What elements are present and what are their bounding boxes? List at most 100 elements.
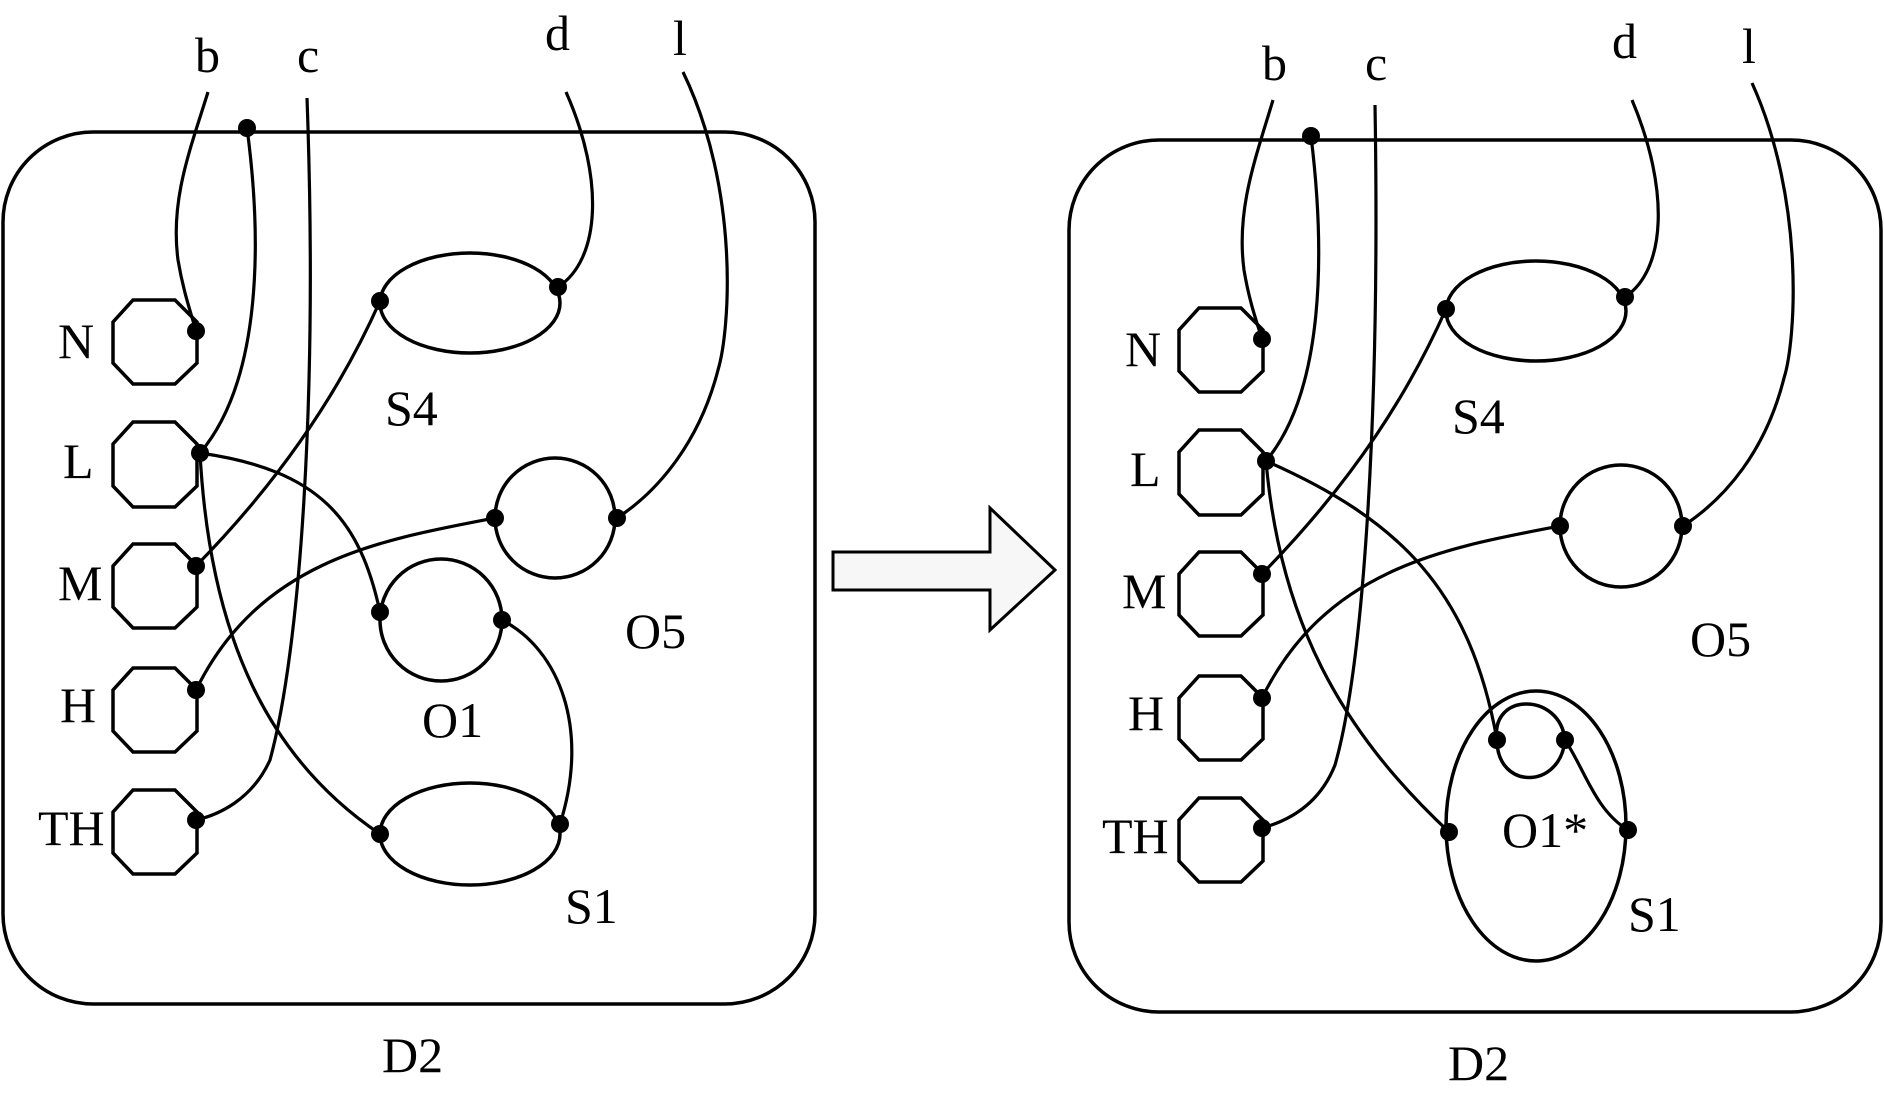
right-label-d: d [1612, 13, 1637, 69]
right-wire-L-S1 [1264, 460, 1451, 834]
left-wire-d [557, 91, 595, 289]
left-label-M: M [58, 555, 102, 611]
right-dot-N [1253, 330, 1271, 348]
right-label-l: l [1742, 18, 1756, 74]
left-port-N [111, 298, 199, 386]
right-label-H: H [1128, 685, 1164, 741]
left-wire-L-O1 [199, 451, 382, 613]
left-port-M [111, 542, 199, 630]
right-dot-S4-left [1437, 300, 1455, 318]
left-port-L [111, 420, 199, 509]
left-label-O1: O1 [422, 692, 483, 748]
right-port-TH [1177, 796, 1265, 884]
left-label-b: b [195, 27, 220, 83]
right-dot-S4-right [1616, 288, 1634, 306]
left-node-O1 [378, 557, 504, 683]
right-port-H [1177, 674, 1265, 762]
left-dot-S4-right [549, 278, 567, 296]
right-wire-top [1264, 135, 1321, 463]
right-wire-S4-M [1260, 308, 1448, 576]
right-wire-b [1240, 99, 1275, 340]
right-wire-O5-H [1260, 524, 1561, 699]
right-wire-c [1261, 104, 1378, 830]
left-dot-M [187, 557, 205, 575]
right-port-L [1177, 428, 1265, 517]
left-label-N: N [58, 313, 94, 369]
left-wire-top [198, 127, 257, 455]
right-wire-l [1682, 82, 1795, 528]
left-label-c: c [297, 27, 319, 83]
left-wire-O5-H [194, 516, 496, 691]
right-label-N: N [1125, 321, 1161, 377]
right-dot-L [1257, 452, 1275, 470]
left-caption-D2: D2 [382, 1027, 443, 1083]
block-right-arrow-icon [831, 504, 1058, 634]
right-dot-O1-right [1556, 731, 1574, 749]
right-label-O5: O5 [1690, 611, 1751, 667]
left-dot-TH [187, 811, 205, 829]
right-label-O1: O1* [1502, 802, 1588, 858]
left-wire-O1-S1 [501, 618, 574, 825]
left-node-O5 [493, 456, 617, 580]
left-label-l: l [673, 10, 687, 66]
left-dot-O1-left [371, 603, 389, 621]
left-wire-c [195, 97, 312, 822]
left-wire-L-S1 [198, 452, 381, 836]
right-port-N [1177, 306, 1265, 394]
right-panel: b c d l N L M H TH S4 O5 O1* S1 D2 [1067, 13, 1883, 1091]
right-dot-M [1253, 565, 1271, 583]
right-dot-O5-left [1551, 517, 1569, 535]
right-label-TH: TH [1102, 808, 1169, 864]
left-dot-O5-right [608, 509, 626, 527]
left-node-S4 [378, 251, 562, 355]
right-wire-O1-S1 [1563, 739, 1629, 832]
right-node-O1 [1494, 702, 1567, 780]
right-wire-L-O1 [1265, 459, 1499, 741]
left-label-H: H [60, 677, 96, 733]
right-dot-TH [1253, 819, 1271, 837]
left-wire-b [174, 91, 210, 332]
right-node-O5 [1558, 463, 1684, 589]
right-label-L: L [1130, 441, 1161, 497]
left-dot-N [187, 322, 205, 340]
right-label-M: M [1122, 563, 1166, 619]
right-dot-S1-right [1619, 821, 1637, 839]
left-dot-H [187, 681, 205, 699]
left-dot-S1-right [551, 815, 569, 833]
left-dot-O5-left [486, 509, 504, 527]
left-label-S4: S4 [385, 380, 438, 436]
left-dot-S4-left [371, 292, 389, 310]
right-dot-O1-left [1488, 731, 1506, 749]
left-label-O5: O5 [625, 603, 686, 659]
right-port-M [1177, 550, 1265, 638]
left-wire-l [616, 71, 729, 520]
left-port-TH [111, 788, 199, 876]
left-dot-top [238, 119, 256, 137]
left-dot-O1-right [493, 611, 511, 629]
left-port-H [111, 666, 199, 754]
right-dot-O5-right [1674, 517, 1692, 535]
left-dot-S1-left [371, 825, 389, 843]
left-label-d: d [545, 5, 570, 61]
right-label-S1: S1 [1628, 886, 1681, 942]
right-caption-D2: D2 [1448, 1035, 1509, 1091]
right-label-S4: S4 [1452, 388, 1505, 444]
left-dot-L [191, 444, 209, 462]
right-node-S4 [1444, 259, 1628, 363]
left-label-S1: S1 [565, 878, 618, 934]
right-wire-d [1624, 99, 1660, 299]
left-node-S1 [378, 781, 562, 887]
right-dot-S1-left [1440, 823, 1458, 841]
left-panel: b c d l N L M H TH S4 O5 O1 S1 D2 [1, 5, 817, 1083]
right-label-c: c [1365, 35, 1387, 91]
left-wire-S4-M [194, 300, 382, 568]
left-d2-box [1, 130, 817, 1006]
left-label-TH: TH [38, 800, 105, 856]
left-label-L: L [63, 433, 94, 489]
right-d2-box [1067, 138, 1883, 1014]
right-dot-H [1253, 689, 1271, 707]
right-dot-top [1302, 127, 1320, 145]
right-label-b: b [1262, 35, 1287, 91]
